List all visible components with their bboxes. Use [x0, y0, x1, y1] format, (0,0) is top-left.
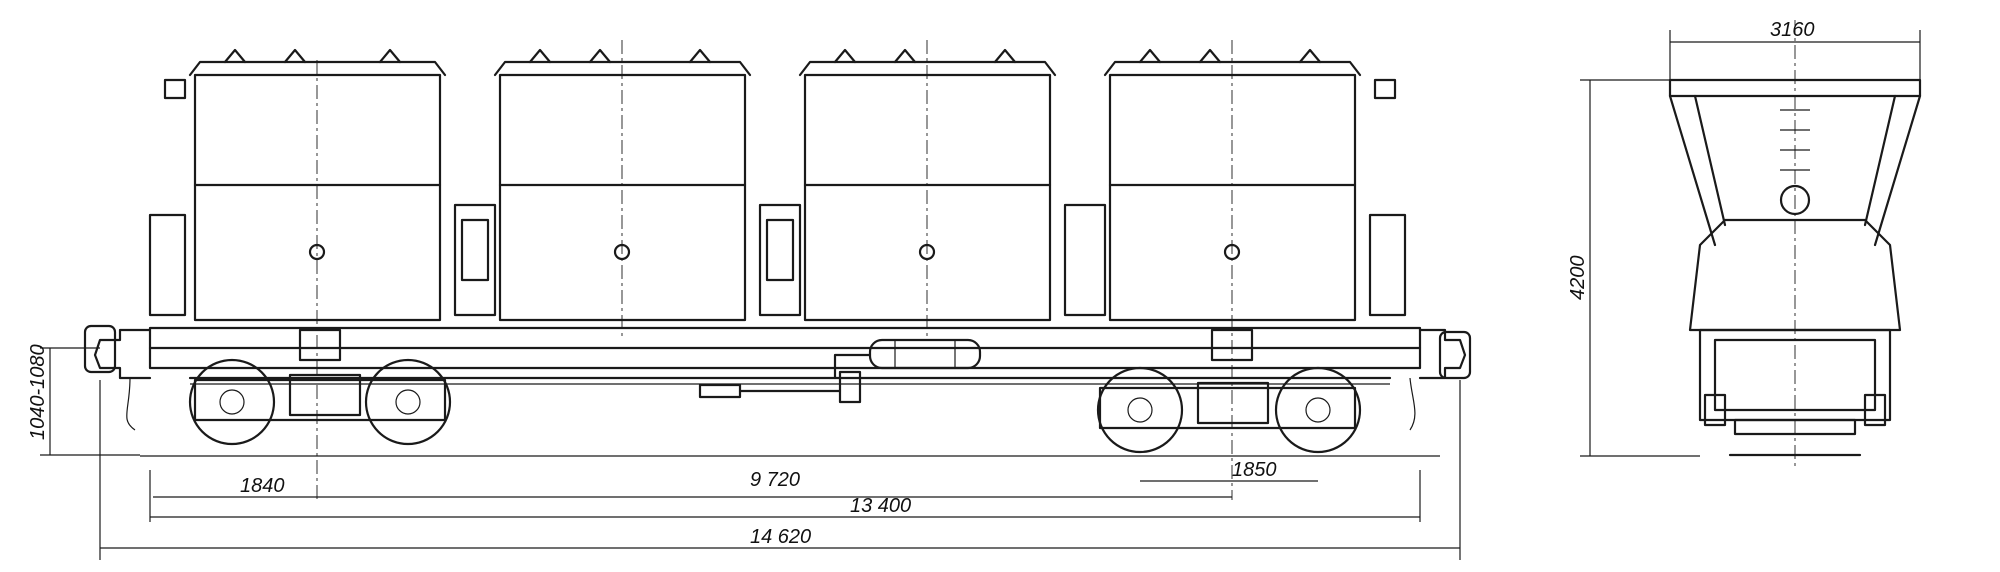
end-view	[1668, 20, 1922, 470]
left-bogie	[188, 328, 452, 446]
end-view-dimensions: 3160 4200	[1567, 19, 1921, 457]
underframe	[148, 326, 1422, 404]
left-coupler	[83, 324, 152, 431]
hopper-1	[148, 48, 447, 500]
dim-length-over-frame: 13 400	[850, 495, 911, 517]
hopper-2	[453, 40, 752, 340]
dim-bogie-wheelbase-right: 1850	[1232, 459, 1277, 481]
dim-bogie-wheelbase-left: 1840	[240, 475, 285, 497]
hopper-3	[758, 40, 1057, 340]
hopper-4	[1063, 40, 1407, 500]
right-coupler	[1409, 328, 1472, 431]
dim-coupler-height: 1040-1080	[27, 344, 49, 440]
side-view	[83, 40, 1472, 500]
dim-bogie-centers: 9 720	[750, 469, 800, 491]
dim-end-width: 3160	[1770, 19, 1815, 41]
dim-length-over-couplers: 14 620	[750, 526, 811, 548]
right-bogie	[1096, 328, 1362, 454]
side-view-dimensions: 1040-1080 1840 9 720 1850 13 400 14 620	[27, 344, 1461, 560]
dim-end-height: 4200	[1567, 256, 1589, 301]
